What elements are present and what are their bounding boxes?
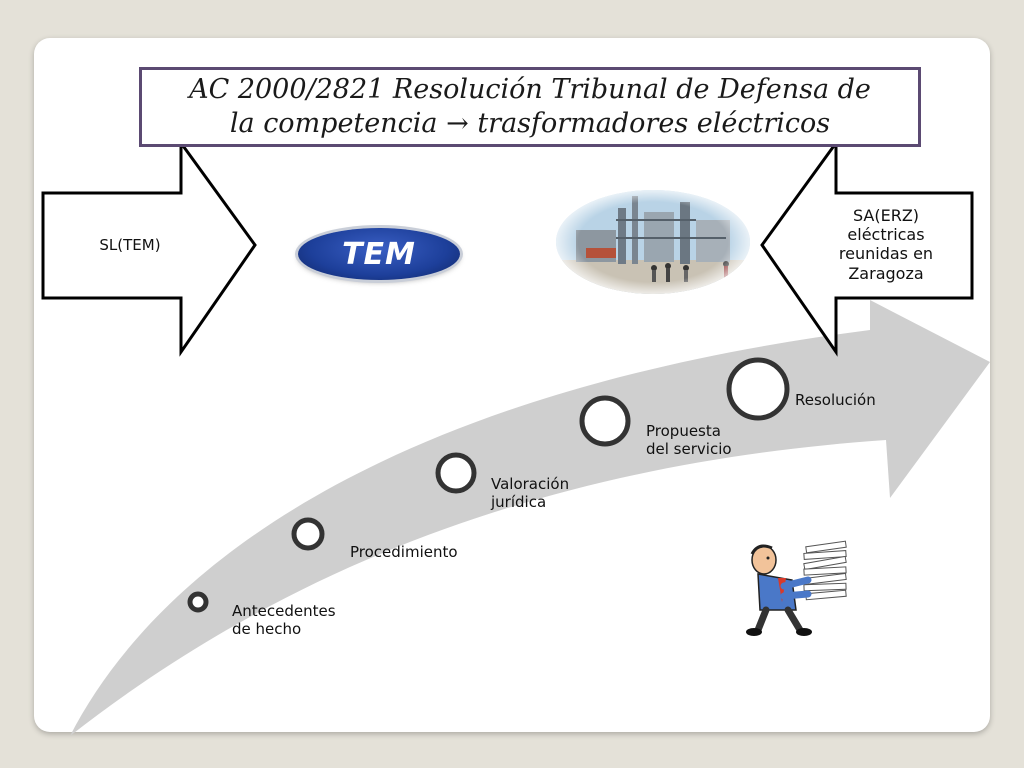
title-box: AC 2000/2821 Resolución Tribunal de Defe… [139, 67, 921, 147]
step-label-line: del servicio [646, 440, 732, 458]
man-carrying-papers-icon [744, 540, 854, 638]
party-right-line-1: SA(ERZ) [852, 206, 920, 225]
step-label-line: Procedimiento [350, 543, 458, 561]
step-label-propuesta: Propuesta del servicio [646, 422, 732, 458]
step-circle-2 [291, 517, 325, 551]
step-label-antecedentes: Antecedentes de hecho [232, 602, 336, 638]
party-right-label: SA(ERZ) eléctricas reunidas en Zaragoza [828, 206, 944, 283]
step-label-procedimiento: Procedimiento [350, 543, 458, 561]
party-right-line-2: eléctricas [847, 225, 925, 245]
left-block-arrow [41, 138, 257, 357]
title-line-1: AC 2000/2821 Resolución Tribunal de Defe… [189, 74, 871, 106]
step-circle-5 [726, 357, 790, 421]
tem-logo: TEM [298, 228, 460, 280]
title-line-2-end: trasformadores eléctricos [477, 108, 831, 139]
step-label-valoracion: Valoración jurídica [491, 475, 569, 511]
step-circle-4 [579, 395, 631, 447]
curved-timeline-arrow [70, 300, 990, 736]
party-right-line-4: Zaragoza [848, 263, 924, 283]
right-arrow-icon: → [446, 108, 469, 139]
tem-logo-text: TEM [342, 236, 416, 272]
title-line-2: la competencia → trasformadores eléctric… [230, 107, 830, 141]
title-line-2-start: la competencia [229, 108, 438, 139]
party-left-label: SL(TEM) [99, 236, 161, 254]
step-circle-3 [435, 452, 477, 494]
step-label-line: Antecedentes [232, 602, 336, 620]
party-right-line-3: reunidas en [838, 244, 934, 264]
step-label-line: Resolución [795, 391, 876, 409]
step-label-line: Propuesta [646, 422, 721, 440]
step-label-line: Valoración [491, 475, 570, 493]
right-block-arrow [760, 138, 974, 357]
step-label-line: de hecho [232, 620, 302, 638]
industrial-plant-photo [556, 190, 750, 294]
step-label-line: jurídica [491, 493, 547, 511]
step-label-resolucion: Resolución [795, 391, 876, 409]
step-circle-1 [187, 591, 209, 613]
